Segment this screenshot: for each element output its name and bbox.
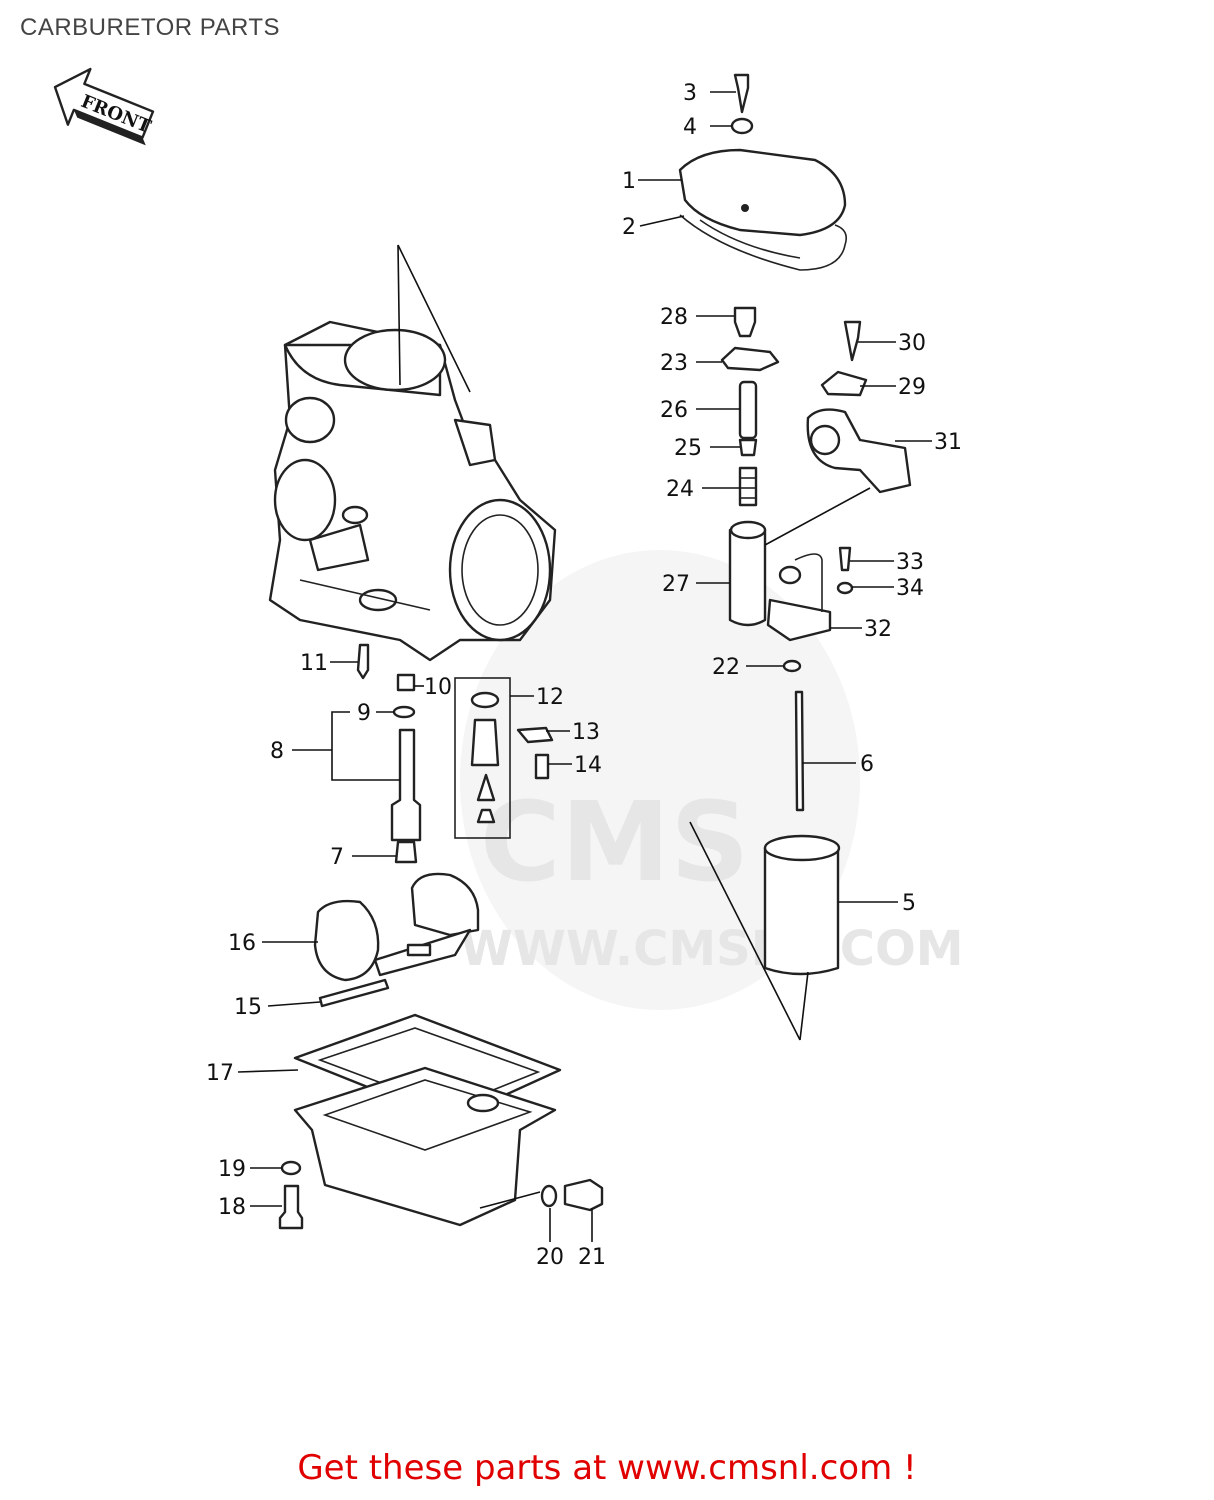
callout-14: 14 (574, 753, 602, 778)
callout-24: 24 (666, 477, 694, 502)
callout-12: 12 (536, 685, 564, 710)
callout-5: 5 (902, 891, 916, 916)
callouts: 3 4 1 2 28 23 26 25 24 27 30 29 31 33 34… (206, 81, 962, 1270)
float-bowl (278, 1013, 604, 1230)
callout-20: 20 (536, 1245, 564, 1270)
carburetor-body (268, 320, 557, 662)
callout-32: 32 (864, 617, 892, 642)
callout-16: 16 (228, 931, 256, 956)
footer-link-text[interactable]: Get these parts at www.cmsnl.com ! (297, 1448, 917, 1488)
jet-parts (356, 643, 554, 864)
callout-30: 30 (898, 331, 926, 356)
callout-3: 3 (683, 81, 697, 106)
callout-31: 31 (934, 430, 962, 455)
watermark-logo: CMS (480, 778, 749, 906)
callout-22: 22 (712, 655, 740, 680)
watermark: CMS WWW.CMSNL.COM (460, 550, 964, 1010)
leader-lines (237, 91, 932, 1242)
callout-26: 26 (660, 398, 688, 423)
guide-line-body (397, 244, 401, 386)
callout-29: 29 (898, 375, 926, 400)
callout-34: 34 (896, 576, 924, 601)
callout-21: 21 (578, 1245, 606, 1270)
callout-23: 23 (660, 351, 688, 376)
callout-2: 2 (622, 215, 636, 240)
callout-10: 10 (424, 675, 452, 700)
callout-19: 19 (218, 1157, 246, 1182)
guide-line-body-2 (397, 244, 471, 393)
callout-1: 1 (622, 169, 636, 194)
callout-27: 27 (662, 572, 690, 597)
callout-7: 7 (330, 845, 344, 870)
callout-15: 15 (234, 995, 262, 1020)
float-assembly (313, 872, 480, 1008)
callout-4: 4 (683, 115, 697, 140)
slide-parts (689, 306, 912, 1041)
top-cover (678, 73, 848, 271)
front-arrow: FRONT (53, 67, 154, 146)
callout-8: 8 (270, 739, 284, 764)
callout-28: 28 (660, 305, 688, 330)
callout-25: 25 (674, 436, 702, 461)
callout-18: 18 (218, 1195, 246, 1220)
page-title: CARBURETOR PARTS (20, 14, 281, 41)
callout-33: 33 (896, 550, 924, 575)
callout-11: 11 (300, 651, 328, 676)
callout-13: 13 (572, 720, 600, 745)
callout-17: 17 (206, 1061, 234, 1086)
callout-9: 9 (357, 701, 371, 726)
watermark-url: WWW.CMSNL.COM (460, 921, 964, 977)
callout-6: 6 (860, 752, 874, 777)
